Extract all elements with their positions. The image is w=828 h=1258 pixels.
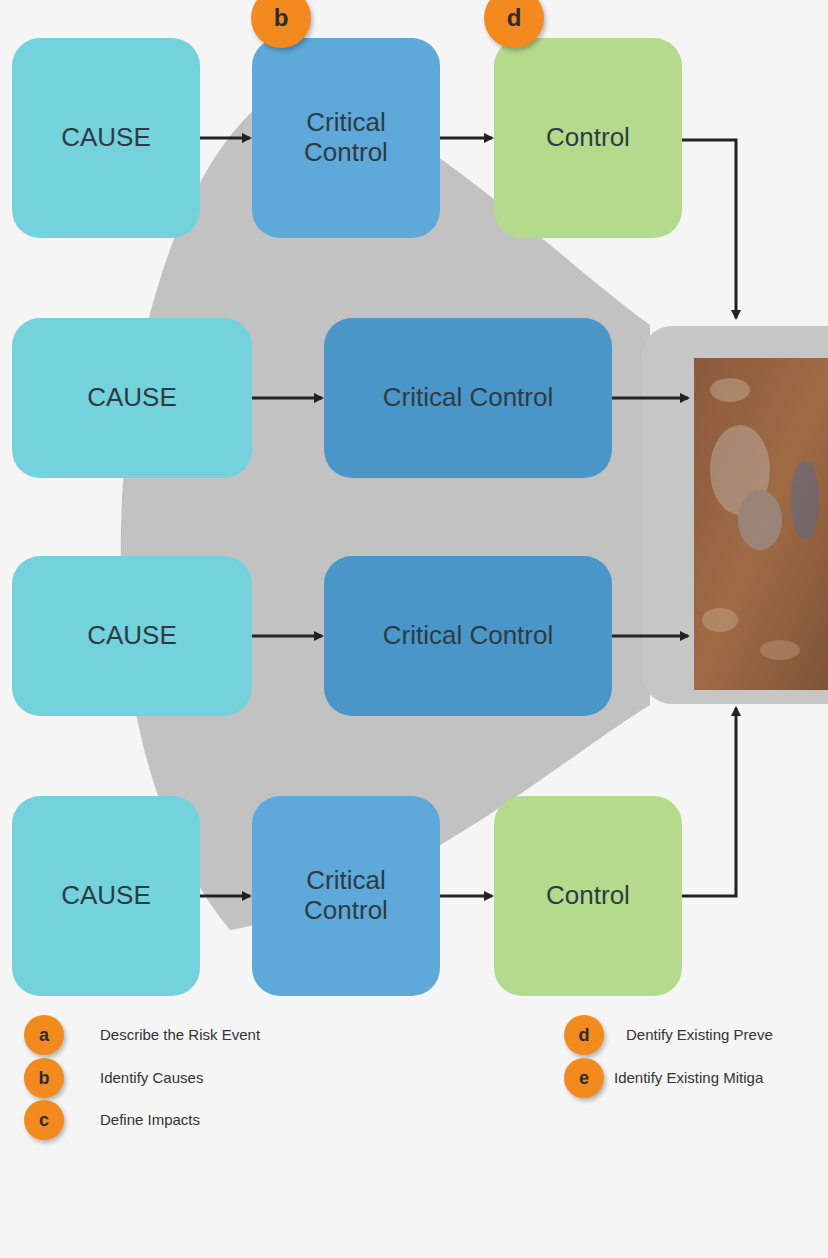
cause-box: CAUSE	[12, 556, 252, 716]
box-text: CAUSE	[61, 123, 151, 153]
box-text: Critical Control	[266, 108, 426, 168]
connector-arrow	[200, 137, 250, 140]
callout-badge: b	[24, 1058, 64, 1098]
image-frame	[642, 326, 828, 704]
cause-box: CAUSE	[12, 38, 200, 238]
legend-text: Describe the Risk Event	[100, 1026, 260, 1043]
satellite-image	[694, 358, 828, 690]
connector-arrow	[200, 895, 250, 898]
callout-badge: a	[24, 1015, 64, 1055]
box-text: Critical Control	[266, 866, 426, 926]
connector-arrow	[252, 397, 322, 400]
connector-arrow	[440, 895, 492, 898]
legend-text: Identify Existing Mitiga	[614, 1069, 763, 1086]
cause-box: CAUSE	[12, 796, 200, 996]
callout-badge: d	[564, 1015, 604, 1055]
legend-text: Identify Causes	[100, 1069, 203, 1086]
legend-text: Dentify Existing Preve	[626, 1026, 773, 1043]
legend-text: Define Impacts	[100, 1111, 200, 1128]
layout-arrows	[612, 140, 736, 896]
box-text: Critical Control	[383, 383, 554, 413]
critical-control-box: Critical Control	[252, 38, 440, 238]
critical-control-box: Critical Control	[252, 796, 440, 996]
connector-arrow	[252, 635, 322, 638]
cause-box: CAUSE	[12, 318, 252, 478]
box-text: CAUSE	[61, 881, 151, 911]
control-box: Control	[494, 38, 682, 238]
box-text: Critical Control	[383, 621, 554, 651]
box-text: Control	[546, 881, 630, 911]
box-text: Control	[546, 123, 630, 153]
box-text: CAUSE	[87, 383, 177, 413]
box-text: CAUSE	[87, 621, 177, 651]
critical-control-box: Critical Control	[324, 318, 612, 478]
connector-arrow	[440, 137, 492, 140]
callout-badge: e	[564, 1058, 604, 1098]
callout-badge: c	[24, 1100, 64, 1140]
satellite-detail	[702, 378, 819, 660]
control-box: Control	[494, 796, 682, 996]
critical-control-box: Critical Control	[324, 556, 612, 716]
